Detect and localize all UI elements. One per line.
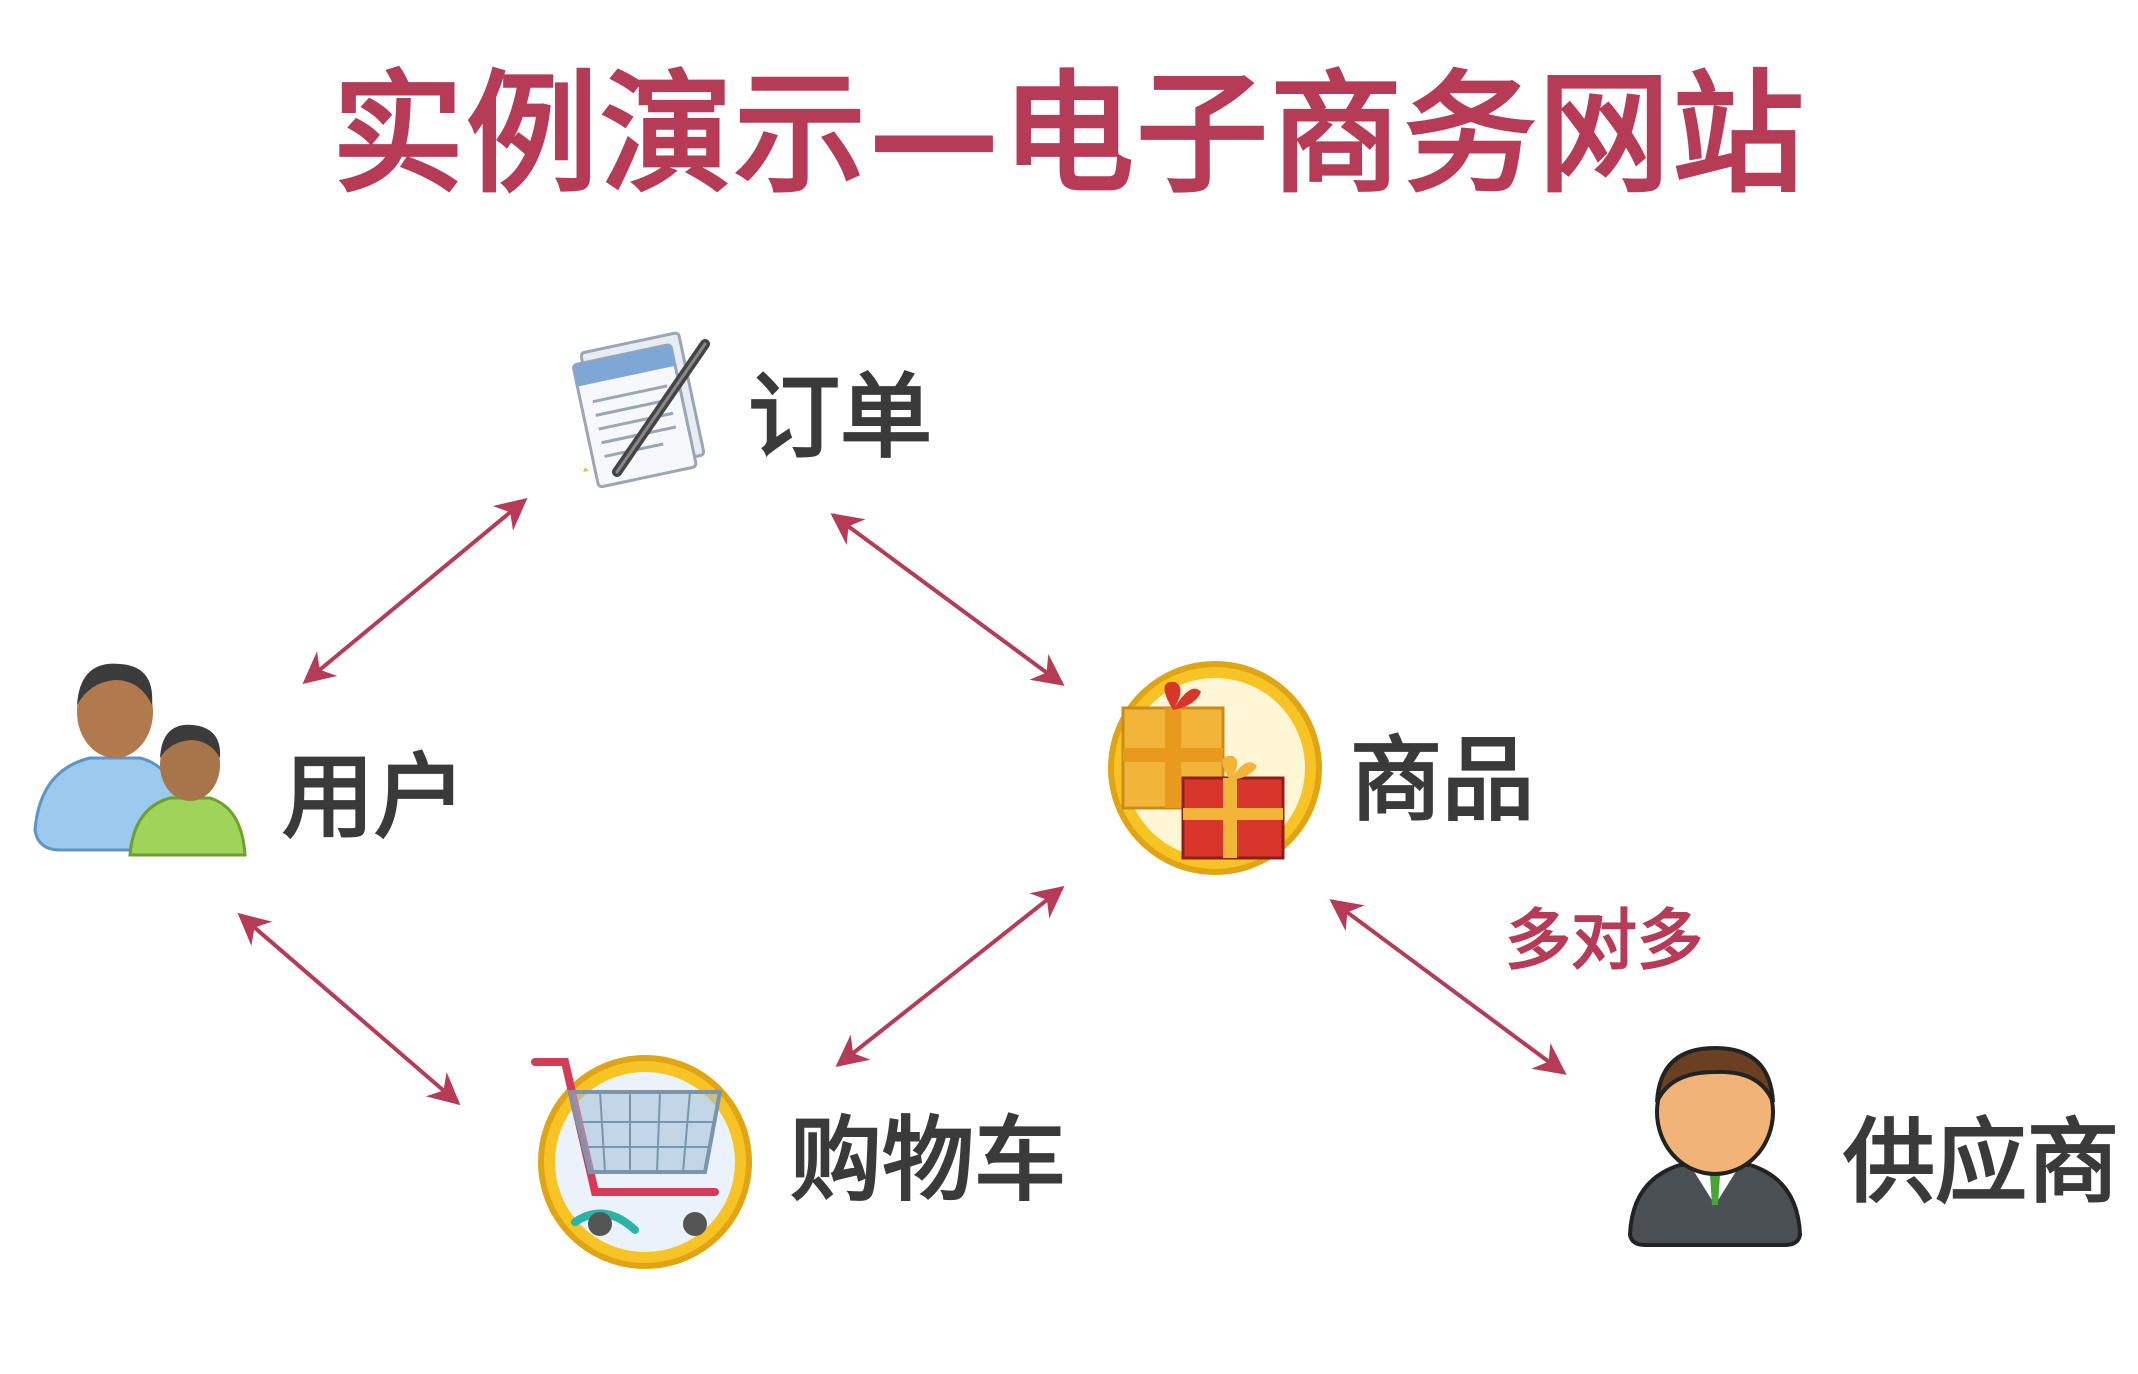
node-label-supplier: 供应商 [1843,1109,2120,1216]
arrow-product-supplier [1329,899,1567,1075]
shopping-cart-icon [531,1055,752,1269]
node-label-order: 订单 [748,364,933,471]
page-title: 实例演示—电子商务网站 [332,58,1806,212]
arrow-cart-product [835,886,1065,1067]
users-icon [33,663,247,857]
arrow-user-cart [237,912,461,1106]
arrow-order-product [830,513,1065,686]
edge-label-many-to-many: 多对多 [1505,902,1703,979]
document-pen-icon [572,331,710,489]
node-label-cart: 购物车 [790,1107,1067,1214]
node-label-product: 商品 [1350,727,1535,834]
arrow-user-order [302,497,528,685]
node-label-user: 用户 [282,744,467,851]
gift-boxes-icon [1108,661,1322,875]
businessman-icon [1627,1045,1803,1247]
